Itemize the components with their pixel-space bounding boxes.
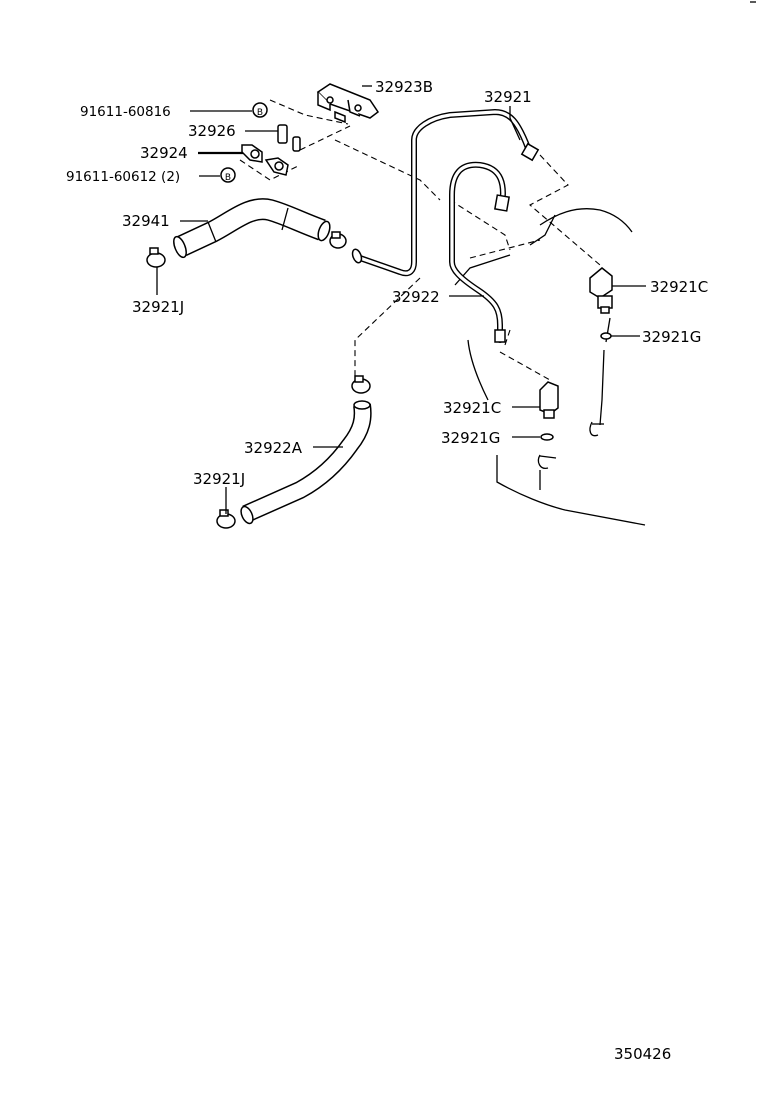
- label-32926: 32926: [188, 122, 236, 140]
- label-32921c-lower: 32921C: [443, 399, 501, 417]
- gasket-32921g-lower: [540, 433, 554, 441]
- label-32923b: 32923B: [375, 78, 433, 96]
- bolt-lower: B: [220, 167, 236, 183]
- part-labels: 32923B 91611-60816 32926 32924 91611-606…: [66, 78, 708, 488]
- dashed-leaders: [239, 99, 601, 381]
- tube-32922: [449, 161, 510, 343]
- clamp-32922a-top: [351, 375, 371, 394]
- clamp-32921j-upper: [146, 247, 166, 268]
- label-91611-60612: 91611-60612 (2): [66, 169, 180, 185]
- bracket-32923b: [316, 83, 380, 124]
- bolt-marker-upper: B: [257, 108, 263, 118]
- tube-32921: [351, 109, 540, 277]
- bolt-marker-lower: B: [225, 173, 231, 183]
- label-32921g-lower: 32921G: [441, 429, 500, 447]
- sleeve-32926: [277, 124, 301, 152]
- engine-outline: [454, 208, 646, 526]
- label-91611-60816: 91611-60816: [80, 104, 171, 120]
- label-32921: 32921: [484, 88, 532, 106]
- label-32921j-upper: 32921J: [132, 298, 184, 316]
- label-32941: 32941: [122, 212, 170, 230]
- label-32922: 32922: [392, 288, 440, 306]
- label-leaders: [156, 85, 646, 514]
- label-32924: 32924: [140, 144, 188, 162]
- fitting-32921c-lower: [539, 381, 559, 419]
- label-32921c-right: 32921C: [650, 278, 708, 296]
- fitting-32921c-right: [589, 267, 613, 314]
- clamp-32924: [241, 144, 289, 176]
- figure-number: 350426: [614, 1045, 671, 1063]
- hose-32922a: [240, 400, 372, 525]
- label-32922a: 32922A: [244, 439, 303, 457]
- clamp-mid: [329, 231, 347, 249]
- gasket-32921g-right: [600, 332, 612, 340]
- label-32921g-right: 32921G: [642, 328, 701, 346]
- label-32921j-lower: 32921J: [193, 470, 245, 488]
- bolt-upper: B: [252, 102, 268, 118]
- hose-32941: [173, 198, 331, 259]
